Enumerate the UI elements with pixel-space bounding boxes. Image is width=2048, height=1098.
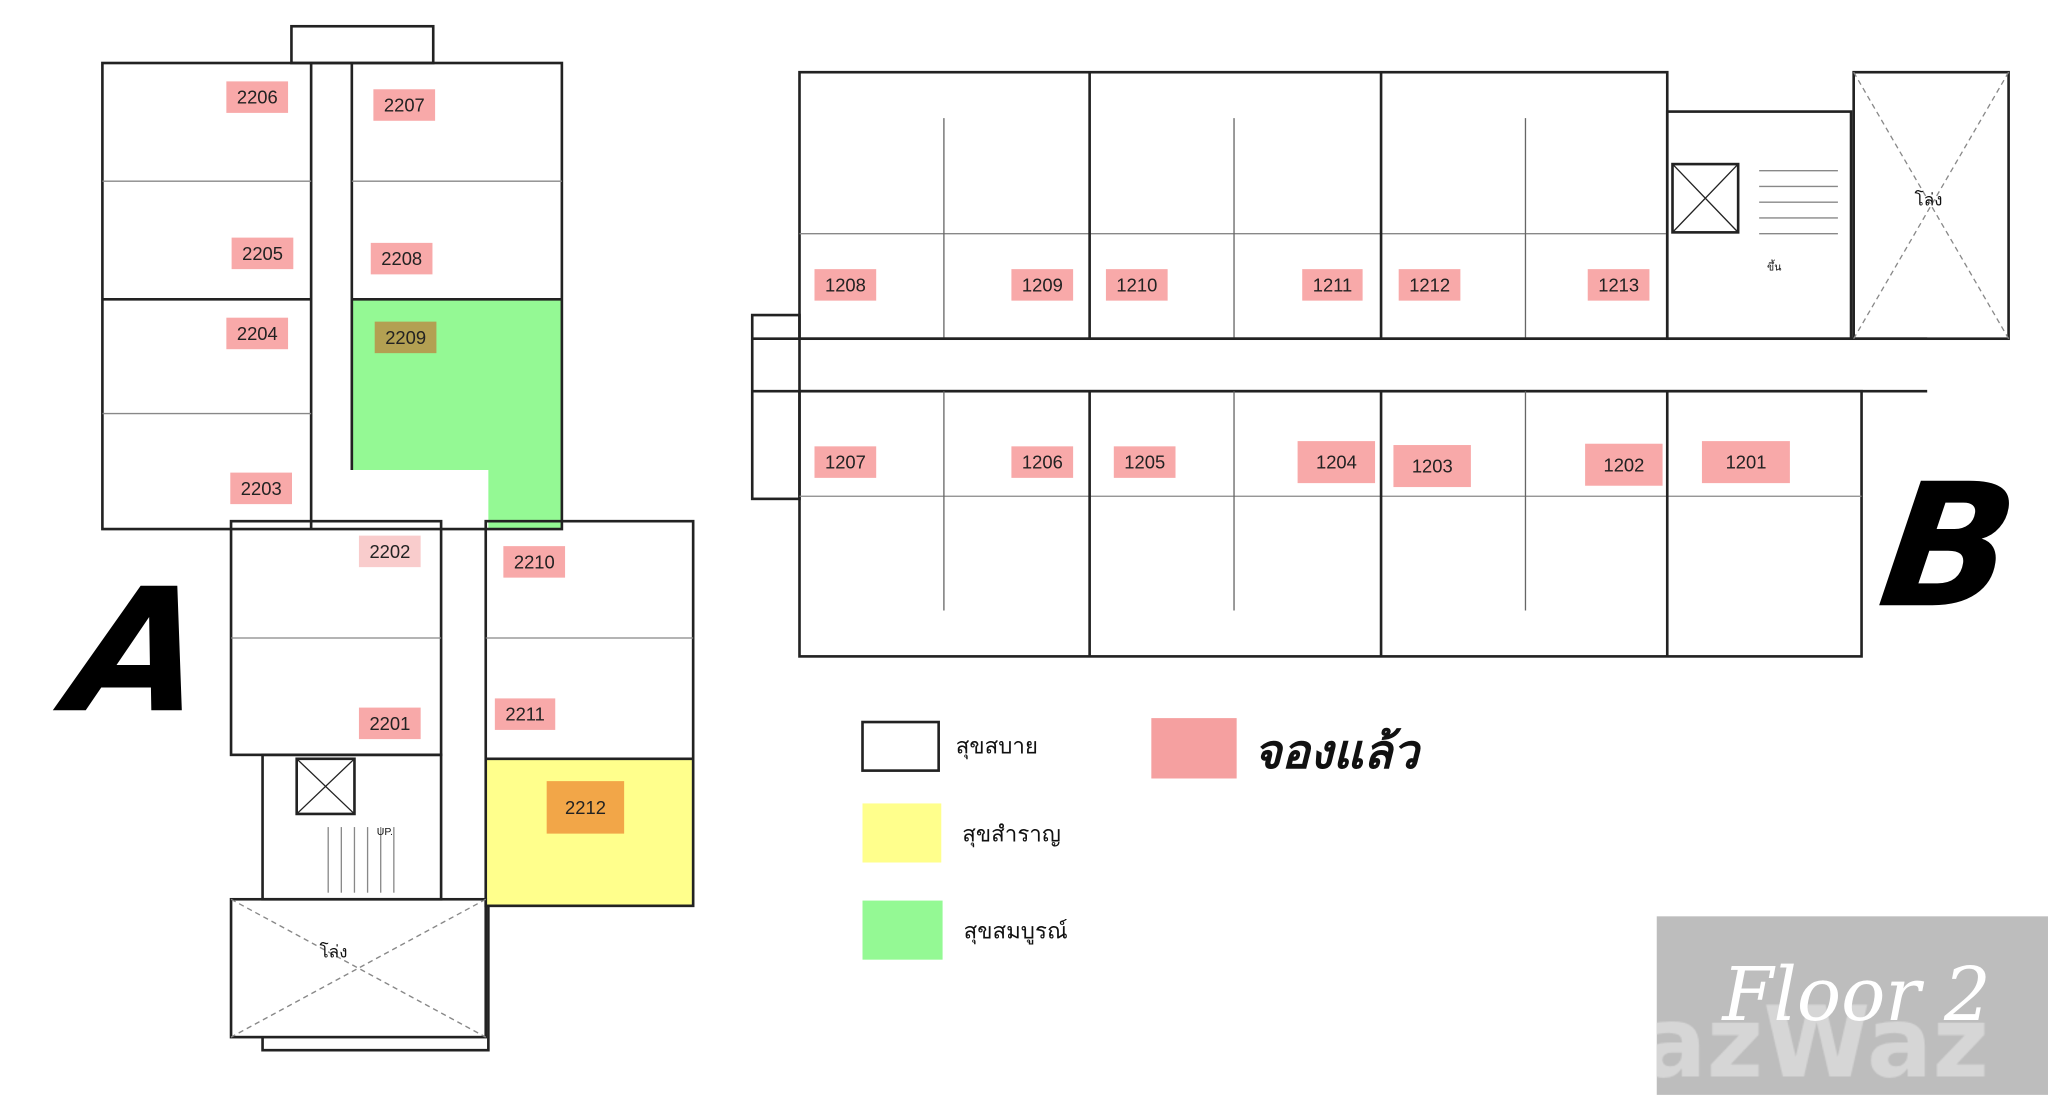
legend-label-comfort: สุขสบาย xyxy=(955,733,1038,761)
room-1212[interactable]: 1212 xyxy=(1398,269,1461,301)
legend-swatch-comfort xyxy=(861,720,940,772)
legend-label-pleasant: สุขสำราญ xyxy=(962,821,1061,849)
room-1208[interactable]: 1208 xyxy=(814,269,877,301)
building-b-walls xyxy=(750,70,2010,658)
legend-swatch-complete xyxy=(862,900,943,960)
room-2205[interactable]: 2205 xyxy=(231,237,294,270)
room-2204[interactable]: 2204 xyxy=(226,317,289,350)
room-2206[interactable]: 2206 xyxy=(226,81,289,113)
building-b-void-label: โล่ง xyxy=(1914,191,1943,211)
room-2208[interactable]: 2208 xyxy=(370,242,433,275)
room-1207[interactable]: 1207 xyxy=(814,446,877,478)
room-2202[interactable]: 2202 xyxy=(358,535,421,568)
building-b-stair-label: ขึ้น xyxy=(1767,261,1782,274)
room-2207[interactable]: 2207 xyxy=(373,89,436,121)
room-1213[interactable]: 1213 xyxy=(1587,269,1650,301)
legend-label-complete: สุขสมบูรณ์ xyxy=(963,918,1068,946)
room-2201[interactable]: 2201 xyxy=(358,707,421,740)
watermark-logo xyxy=(1656,916,2048,1095)
room-1202[interactable]: 1202 xyxy=(1585,443,1663,486)
building-a-walls xyxy=(101,24,695,1052)
floor-badge: Floor 2 xyxy=(1656,916,2048,1095)
room-1204[interactable]: 1204 xyxy=(1297,441,1376,484)
zone-complete-fill xyxy=(351,299,562,530)
building-a-letter: A xyxy=(58,551,219,751)
room-1210[interactable]: 1210 xyxy=(1105,269,1168,301)
room-1203[interactable]: 1203 xyxy=(1393,445,1472,488)
room-1206[interactable]: 1206 xyxy=(1011,446,1074,478)
legend-swatch-booked xyxy=(1151,718,1237,779)
room-1209[interactable]: 1209 xyxy=(1011,269,1074,301)
room-2203[interactable]: 2203 xyxy=(230,472,293,505)
room-2210[interactable]: 2210 xyxy=(503,546,566,578)
room-1211[interactable]: 1211 xyxy=(1302,269,1363,301)
room-1201[interactable]: 1201 xyxy=(1701,441,1791,484)
room-2209[interactable]: 2209 xyxy=(374,321,437,354)
room-2212[interactable]: 2212 xyxy=(546,781,625,834)
room-1205[interactable]: 1205 xyxy=(1113,446,1176,478)
legend-swatch-pleasant xyxy=(862,803,942,863)
floor-title: Floor 2 xyxy=(1722,953,1991,1039)
legend-label-booked: จองแล้ว xyxy=(1253,725,1419,780)
room-2211[interactable]: 2211 xyxy=(494,698,556,730)
building-a-void-label: โล่ง xyxy=(319,943,348,963)
building-a-stair-label: UP. xyxy=(376,825,393,838)
